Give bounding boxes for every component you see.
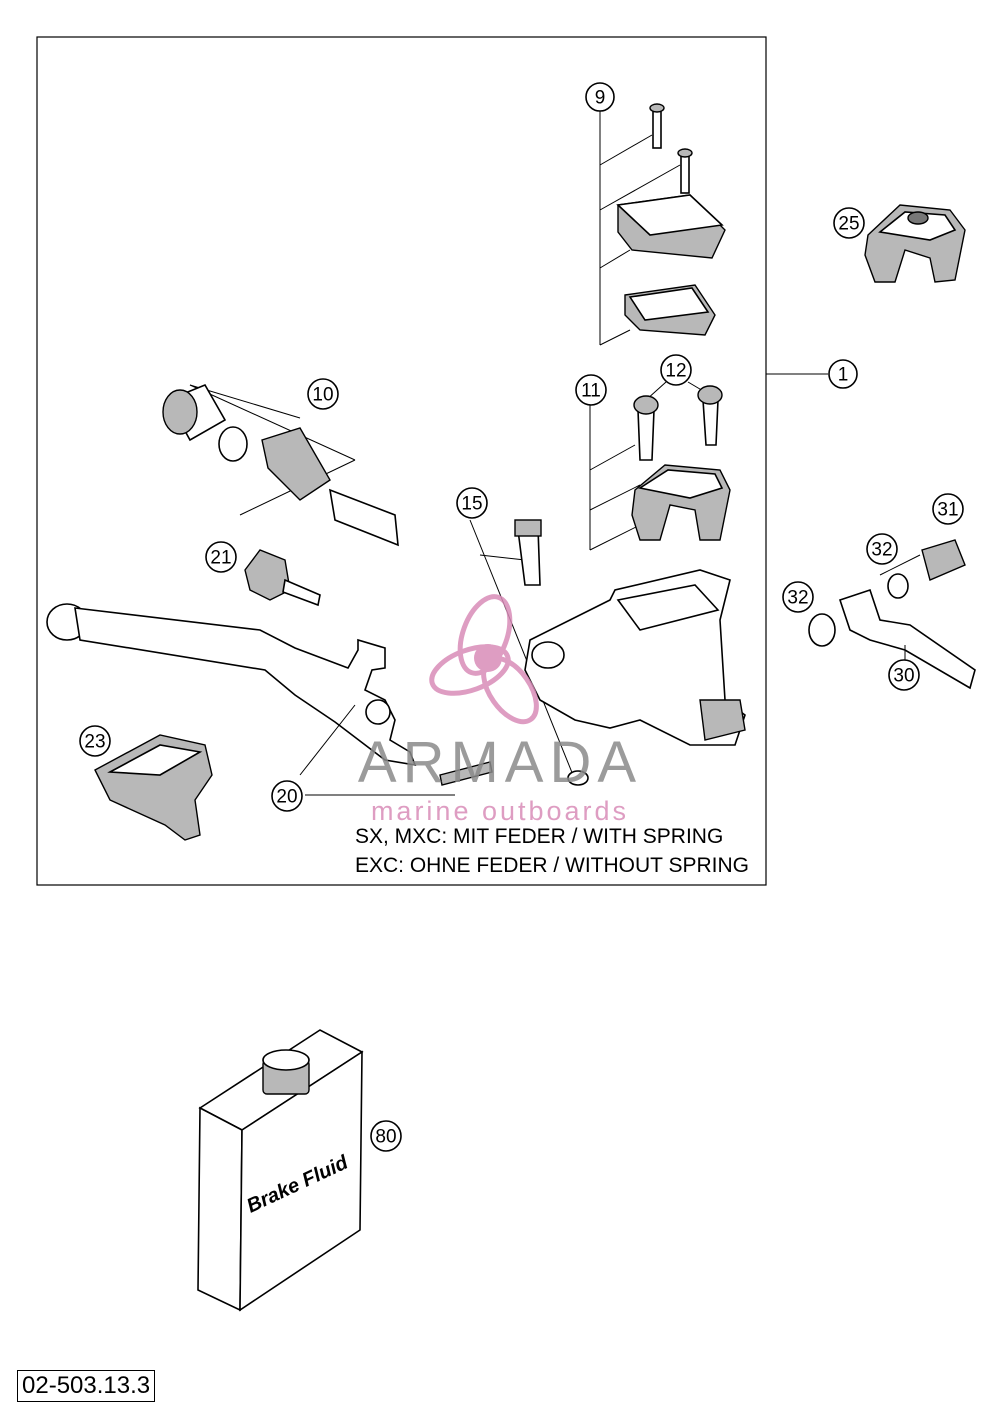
svg-text:80: 80 xyxy=(375,1127,396,1148)
svg-text:31: 31 xyxy=(937,500,958,521)
watermark-logo: ARMADA marine outboards xyxy=(358,594,642,826)
svg-text:11: 11 xyxy=(581,381,601,402)
callout-21: 21 xyxy=(205,541,237,573)
svg-text:10: 10 xyxy=(312,385,333,406)
callout-12: 12 xyxy=(660,354,692,386)
lever-guard-23 xyxy=(94,734,213,841)
master-cylinder-body xyxy=(469,519,746,786)
piston-kit-10 xyxy=(162,383,399,547)
callout-32-left: 32 xyxy=(782,581,814,613)
callout-31: 31 xyxy=(932,493,964,525)
brake-hose-assembly xyxy=(808,539,976,690)
svg-text:9: 9 xyxy=(595,88,606,109)
watermark-brand: ARMADA xyxy=(358,730,642,795)
svg-text:1: 1 xyxy=(838,365,849,386)
svg-text:32: 32 xyxy=(787,588,808,609)
svg-text:25: 25 xyxy=(838,214,859,235)
callout-23: 23 xyxy=(79,725,111,757)
svg-text:20: 20 xyxy=(276,787,297,808)
callout-9: 9 xyxy=(585,82,615,112)
brake-lever-20 xyxy=(46,603,493,796)
callout-20: 20 xyxy=(271,780,303,812)
callout-25: 25 xyxy=(833,207,865,239)
callout-80: 80 xyxy=(370,1120,402,1152)
brake-fluid-bottle: Brake Fluid xyxy=(197,1029,364,1312)
assembly-frame xyxy=(36,36,767,886)
handlebar-clamp-25 xyxy=(864,204,966,283)
svg-text:32: 32 xyxy=(871,540,892,561)
callout-32-top: 32 xyxy=(866,533,898,565)
callout-11: 11 xyxy=(575,374,607,406)
svg-text:21: 21 xyxy=(210,548,231,569)
callout-30: 30 xyxy=(888,659,920,691)
note-with-spring: SX, MXC: MIT FEDER / WITH SPRING xyxy=(355,825,723,848)
callout-10: 10 xyxy=(307,378,339,410)
callout-15: 15 xyxy=(456,487,488,519)
adjuster-screw-21 xyxy=(244,549,321,607)
watermark-tagline: marine outboards xyxy=(371,796,629,826)
callout-1: 1 xyxy=(828,359,858,389)
svg-text:23: 23 xyxy=(84,732,105,753)
clamp-bolts-and-clamp xyxy=(589,381,731,551)
note-without-spring: EXC: OHNE FEDER / WITHOUT SPRING xyxy=(355,854,749,877)
svg-text:12: 12 xyxy=(665,361,686,382)
svg-text:30: 30 xyxy=(893,666,914,687)
reservoir-cap-assembly xyxy=(599,103,726,346)
diagram-code: 02-503.13.3 xyxy=(17,1370,156,1402)
svg-text:15: 15 xyxy=(461,494,482,515)
